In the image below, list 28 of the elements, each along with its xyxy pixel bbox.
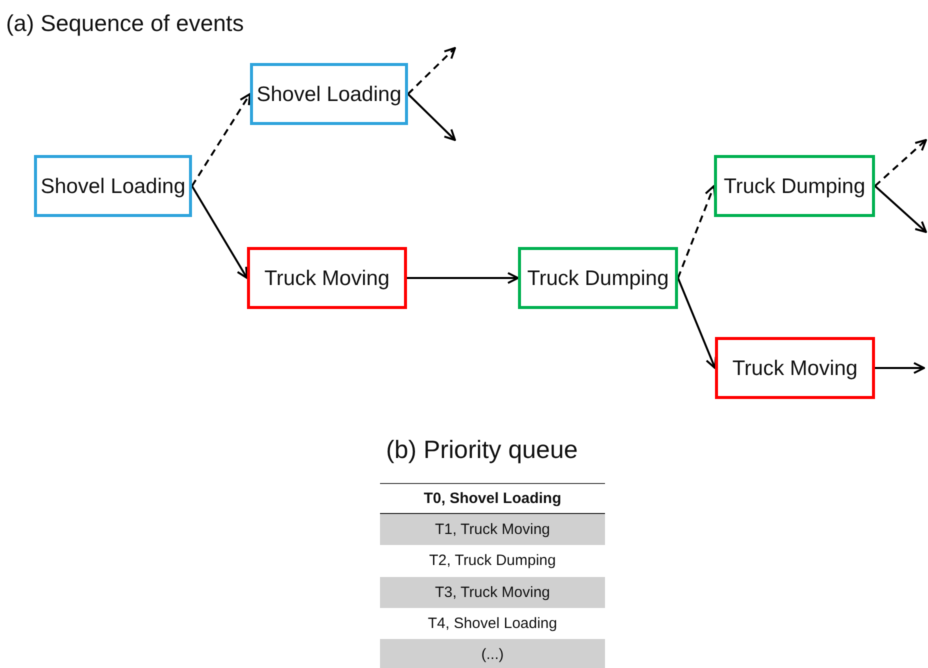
event-box: [518, 247, 678, 309]
event-label: Shovel Loading: [40, 174, 186, 200]
arrow: [677, 185, 716, 278]
arrow: [191, 93, 251, 187]
table-heading: (b) Priority queue: [386, 436, 578, 465]
event-label: Shovel Loading: [256, 82, 402, 108]
event-box: [715, 337, 875, 399]
arrow: [875, 362, 925, 374]
event-label: Truck Moving: [732, 356, 858, 382]
diagram-title: (a) Sequence of events: [6, 10, 244, 37]
arrow: [191, 185, 248, 279]
event-box: [250, 63, 408, 125]
arrow: [874, 185, 927, 233]
event-label: Truck Dumping: [527, 266, 669, 292]
table-cell: T3, Truck Moving: [380, 576, 605, 608]
table-cell: (...): [380, 639, 605, 668]
event-label: Truck Moving: [264, 266, 390, 292]
table-header-cell: T0, Shovel Loading: [380, 483, 605, 514]
arrow: [407, 47, 456, 95]
arrow: [407, 272, 519, 284]
table-cell: T1, Truck Moving: [380, 514, 605, 546]
arrow: [677, 278, 717, 369]
arrow: [407, 93, 456, 141]
arrow: [874, 139, 927, 187]
event-box: [247, 247, 407, 309]
event-box: [34, 155, 192, 217]
event-label: Truck Dumping: [724, 174, 866, 200]
event-box: [714, 155, 875, 217]
